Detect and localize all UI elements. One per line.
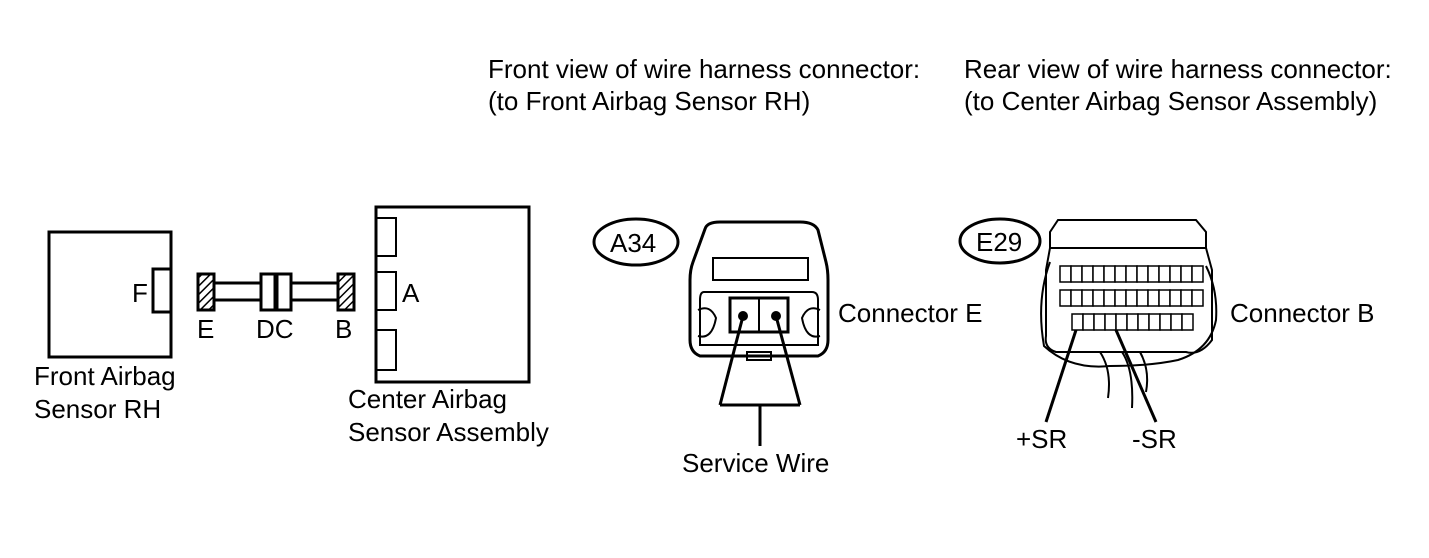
harness-label-e: E bbox=[197, 314, 214, 344]
service-wire bbox=[718, 315, 802, 446]
rear-view-caption-line1: Rear view of wire harness connector: bbox=[964, 54, 1392, 84]
pin-negative-label: -SR bbox=[1132, 424, 1177, 454]
rear-view-caption-line2: (to Center Airbag Sensor Assembly) bbox=[964, 86, 1377, 116]
pin-positive-label: +SR bbox=[1016, 424, 1067, 454]
connector-a34 bbox=[688, 220, 830, 361]
pin-cavity bbox=[1181, 313, 1194, 331]
center-sensor-label-line2: Sensor Assembly bbox=[348, 417, 549, 447]
connector-e29-badge: E29 bbox=[958, 217, 1042, 265]
harness-label-b: B bbox=[335, 314, 352, 344]
front-sensor-label-line2: Sensor RH bbox=[34, 394, 161, 424]
pin-cavity bbox=[1081, 265, 1094, 283]
pin-cavity bbox=[1125, 289, 1138, 307]
harness-label-dc: DC bbox=[256, 314, 294, 344]
pin-cavity bbox=[1169, 265, 1182, 283]
pin-cavity bbox=[1059, 289, 1072, 307]
pin-cavity bbox=[1114, 265, 1127, 283]
pin-cavity bbox=[1070, 265, 1083, 283]
pin-cavity bbox=[1158, 265, 1171, 283]
harness-end-e bbox=[196, 272, 216, 312]
pin-cavity bbox=[1191, 289, 1204, 307]
center-sensor-label-line1: Center Airbag bbox=[348, 384, 507, 414]
pin-cavity bbox=[1092, 265, 1105, 283]
pin-cavity bbox=[1103, 289, 1116, 307]
pin-cavity bbox=[1159, 313, 1172, 331]
connector-a34-badge: A34 bbox=[592, 217, 680, 267]
center-sensor-terminal-label: A bbox=[402, 278, 420, 308]
pin-cavity bbox=[1103, 265, 1116, 283]
front-sensor-label-line1: Front Airbag bbox=[34, 361, 176, 391]
pin-cavity bbox=[1070, 289, 1083, 307]
wire-harness bbox=[196, 272, 356, 312]
pin-cavity bbox=[1104, 313, 1117, 331]
connector-e29-pin-grid bbox=[1059, 265, 1204, 331]
pin-cavity bbox=[1169, 289, 1182, 307]
pin-cavity bbox=[1148, 313, 1161, 331]
pin-cavity bbox=[1158, 289, 1171, 307]
pin-cavity bbox=[1059, 265, 1072, 283]
pin-cavity bbox=[1180, 265, 1193, 283]
pin-cavity bbox=[1147, 289, 1160, 307]
pin-cavity bbox=[1115, 313, 1128, 331]
pin-cavity bbox=[1136, 289, 1149, 307]
connector-e29-code: E29 bbox=[976, 227, 1022, 257]
pin-cavity bbox=[1170, 313, 1183, 331]
pin-cavity bbox=[1092, 289, 1105, 307]
pin-cavity bbox=[1137, 313, 1150, 331]
pin-cavity bbox=[1136, 265, 1149, 283]
connector-e29 bbox=[1040, 219, 1218, 409]
connector-a34-code: A34 bbox=[610, 228, 656, 258]
front-sensor-terminal-label: F bbox=[132, 278, 148, 308]
pin-cavity bbox=[1082, 313, 1095, 331]
pin-cavity bbox=[1114, 289, 1127, 307]
connector-e29-name: Connector B bbox=[1230, 298, 1375, 328]
front-view-caption-line2: (to Front Airbag Sensor RH) bbox=[488, 86, 810, 116]
pin-cavity bbox=[1081, 289, 1094, 307]
front-airbag-sensor: F bbox=[47, 230, 173, 359]
pin-cavity bbox=[1093, 313, 1106, 331]
dc-connector-right bbox=[275, 272, 293, 312]
pin-cavity bbox=[1126, 313, 1139, 331]
center-airbag-sensor: A bbox=[374, 205, 531, 384]
harness-end-b bbox=[336, 272, 356, 312]
pin-cavity bbox=[1180, 289, 1193, 307]
connector-a34-name: Connector E bbox=[838, 298, 983, 328]
dc-connector-left bbox=[259, 272, 277, 312]
front-view-caption-line1: Front view of wire harness connector: bbox=[488, 54, 920, 84]
pin-cavity bbox=[1125, 265, 1138, 283]
pin-cavity bbox=[1071, 313, 1084, 331]
e29-pin-callouts bbox=[1044, 329, 1158, 423]
service-wire-label: Service Wire bbox=[682, 448, 829, 478]
pin-cavity bbox=[1191, 265, 1204, 283]
pin-cavity bbox=[1147, 265, 1160, 283]
